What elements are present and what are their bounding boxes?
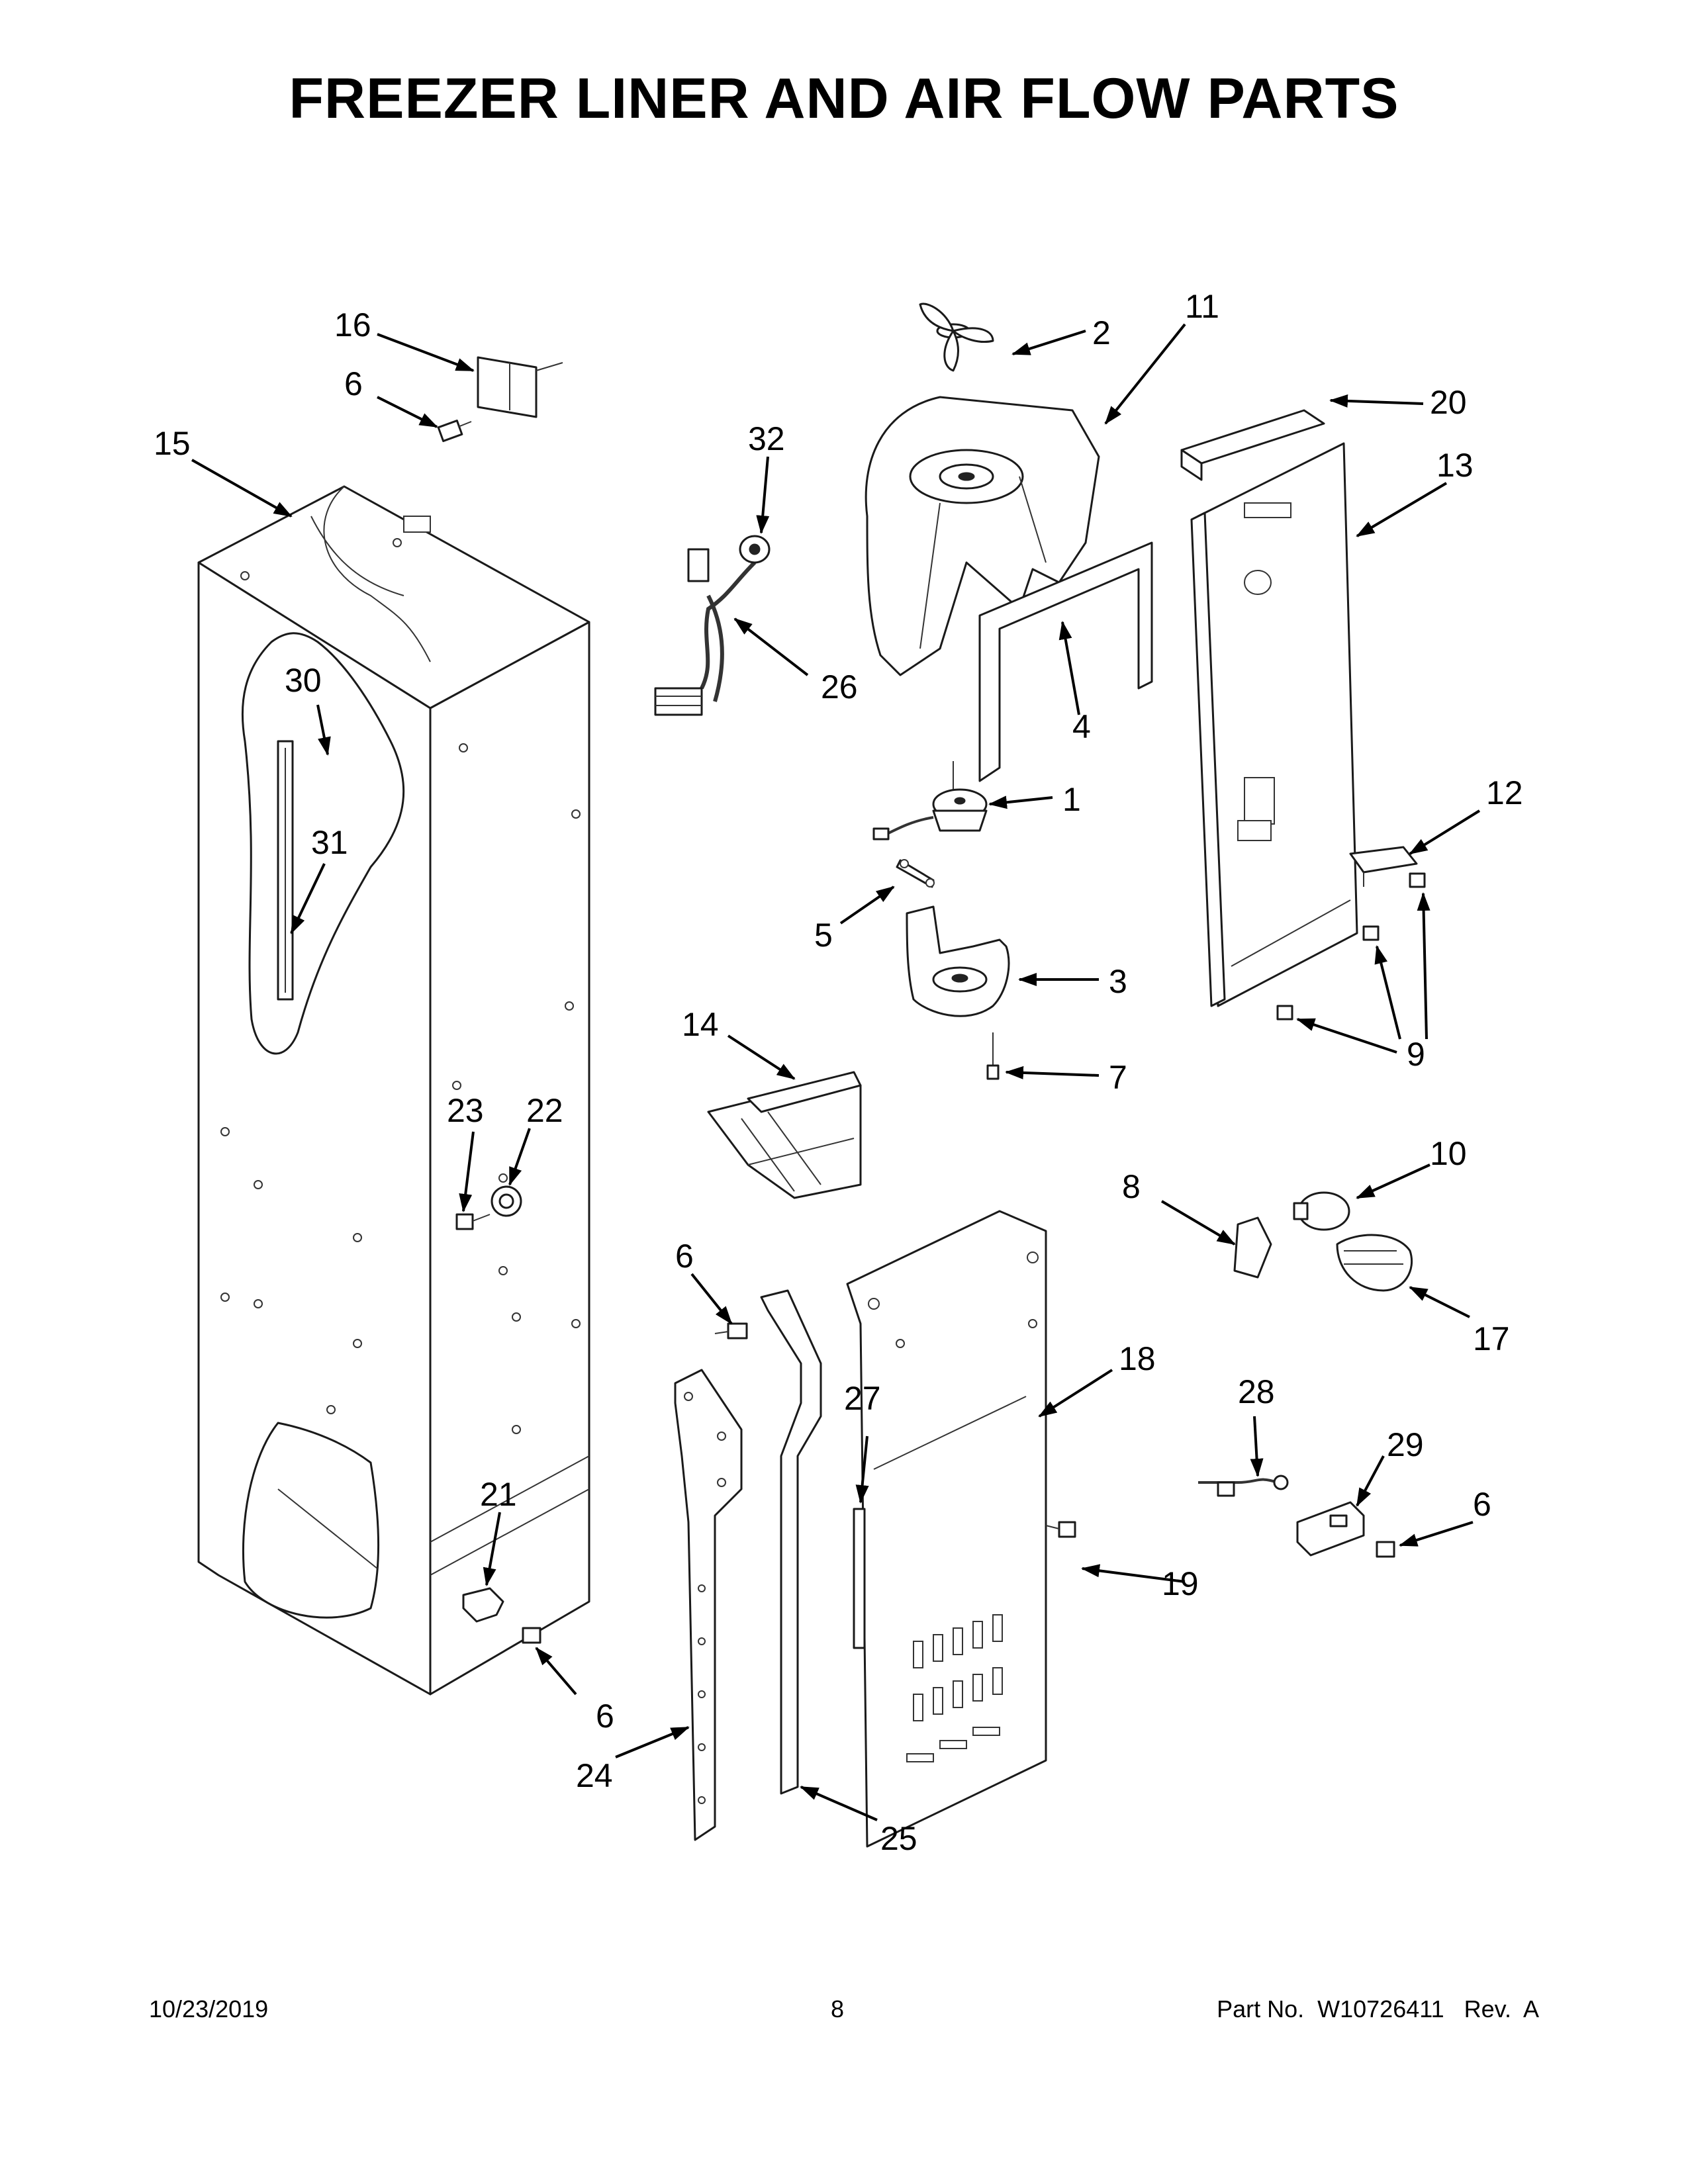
callout-labels: 16 6 15 32 26 2 11 20 13 4 1 5 3 7 14 12… xyxy=(154,288,1523,1857)
switch-part-29 xyxy=(1296,1501,1365,1557)
light-cover-part-17 xyxy=(1336,1234,1413,1292)
footer-date: 10/23/2019 xyxy=(149,1995,269,2023)
wire-part-28 xyxy=(1198,1475,1289,1497)
fan-housing-part-11 xyxy=(865,396,1100,676)
callout-20: 20 xyxy=(1430,384,1467,421)
callout-17: 17 xyxy=(1473,1320,1510,1357)
callout-18: 18 xyxy=(1119,1340,1156,1377)
seal-part-25 xyxy=(760,1289,822,1795)
lamp-socket-part-8 xyxy=(1233,1216,1272,1279)
screw-part-6 xyxy=(714,1322,748,1340)
freezer-liner-part-15 xyxy=(197,485,590,1696)
gasket-part-4 xyxy=(978,541,1153,782)
callout-1: 1 xyxy=(1062,781,1081,818)
callout-19: 19 xyxy=(1162,1565,1199,1602)
callout-2: 2 xyxy=(1092,314,1111,351)
callout-5: 5 xyxy=(814,917,833,954)
callout-31: 31 xyxy=(311,824,348,861)
screw-part-6 xyxy=(522,1627,541,1644)
callout-13: 13 xyxy=(1436,447,1474,484)
callout-3: 3 xyxy=(1109,963,1127,1000)
callout-27: 27 xyxy=(844,1380,881,1417)
page-title: FREEZER LINER AND AIR FLOW PARTS xyxy=(289,67,1399,130)
callout-26: 26 xyxy=(821,668,858,705)
callout-6: 6 xyxy=(344,365,363,402)
callout-6: 6 xyxy=(1473,1486,1491,1523)
callout-15: 15 xyxy=(154,425,191,462)
callout-11: 11 xyxy=(1185,288,1219,325)
callout-6: 6 xyxy=(675,1238,694,1275)
screw-part-7 xyxy=(986,1032,1000,1080)
motor-mount-part-3 xyxy=(906,905,1010,1017)
callout-32: 32 xyxy=(748,420,785,457)
screw-part-19 xyxy=(1045,1521,1076,1538)
callout-25: 25 xyxy=(880,1820,917,1857)
callout-21: 21 xyxy=(480,1476,517,1513)
wire-harness-part-26 xyxy=(654,535,771,716)
callout-28: 28 xyxy=(1238,1373,1275,1410)
strip-part-27 xyxy=(853,1508,866,1649)
air-panel-part-18 xyxy=(846,1210,1047,1848)
screw-part-9 xyxy=(1276,872,1426,1021)
cover-part-20 xyxy=(1180,409,1325,481)
screw-part-6 xyxy=(437,420,472,442)
callout-30: 30 xyxy=(285,662,322,699)
callout-4: 4 xyxy=(1072,708,1091,745)
callout-24: 24 xyxy=(576,1757,613,1794)
callout-22: 22 xyxy=(526,1092,563,1129)
callout-14: 14 xyxy=(682,1006,719,1043)
footer-part-number: Part No. W10726411 Rev. A xyxy=(1217,1995,1539,2023)
screw-part-6 xyxy=(1376,1541,1395,1558)
callout-23: 23 xyxy=(447,1092,484,1129)
leader-arrows xyxy=(191,323,1481,1821)
clip-part-21 xyxy=(462,1587,504,1623)
callout-6: 6 xyxy=(596,1698,614,1735)
callout-10: 10 xyxy=(1430,1135,1467,1172)
rear-panel-part-13 xyxy=(1190,442,1358,1007)
air-duct-part-14 xyxy=(707,1071,862,1199)
light-bulb-part-10 xyxy=(1293,1191,1350,1231)
bracket-part-16 xyxy=(477,356,563,418)
callout-16: 16 xyxy=(334,306,371,343)
fan-blade-part-2 xyxy=(919,302,994,372)
callout-8: 8 xyxy=(1122,1168,1141,1205)
callout-29: 29 xyxy=(1387,1426,1424,1463)
screw-part-23 xyxy=(455,1213,491,1230)
callout-7: 7 xyxy=(1109,1059,1127,1096)
callout-12: 12 xyxy=(1486,774,1523,811)
fan-motor-part-1 xyxy=(872,761,988,841)
footer-page-number: 8 xyxy=(831,1995,845,2023)
knob-part-22 xyxy=(491,1185,522,1217)
callout-9: 9 xyxy=(1407,1036,1425,1073)
motor-clip-part-5 xyxy=(896,859,935,888)
rail-part-24 xyxy=(674,1369,743,1841)
bracket-part-12 xyxy=(1349,846,1418,887)
